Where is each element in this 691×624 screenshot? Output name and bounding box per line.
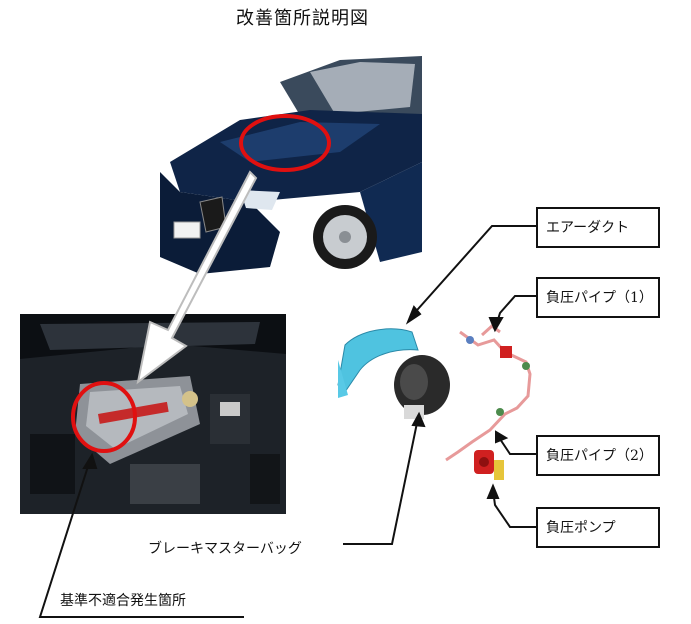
- callout-line-brake-booster: [343, 417, 419, 545]
- label-negative-pressure-pump: 負圧ポンプ: [536, 507, 660, 548]
- label-air-duct: エアーダクト: [536, 207, 660, 248]
- label-negative-pressure-pipe-1: 負圧パイプ（1）: [536, 277, 660, 318]
- label-brake-master-bag: ブレーキマスターバッグ: [148, 541, 302, 557]
- brake-booster-part: [394, 355, 450, 419]
- highlight-circle-hood: [239, 114, 331, 172]
- page-title: 改善箇所説明図: [236, 8, 369, 29]
- label-nonconformity-location: 基準不適合発生箇所: [60, 593, 186, 609]
- pointer-arrow: [136, 170, 258, 385]
- callout-line-pipe-1: [495, 295, 536, 327]
- highlight-circle-engine: [71, 381, 137, 453]
- car-front-photo: [160, 52, 422, 282]
- callout-line-nonconformity: [38, 459, 244, 618]
- negative-pressure-pump-part: [474, 450, 504, 480]
- label-negative-pressure-pipe-2: 負圧パイプ（2）: [536, 435, 660, 476]
- callout-line-air-duct: [409, 225, 536, 319]
- negative-pressure-pipe-part: [445, 324, 532, 462]
- callout-line-pump: [492, 489, 536, 528]
- callout-line-pipe-2: [497, 435, 536, 455]
- air-duct-part: [337, 328, 419, 398]
